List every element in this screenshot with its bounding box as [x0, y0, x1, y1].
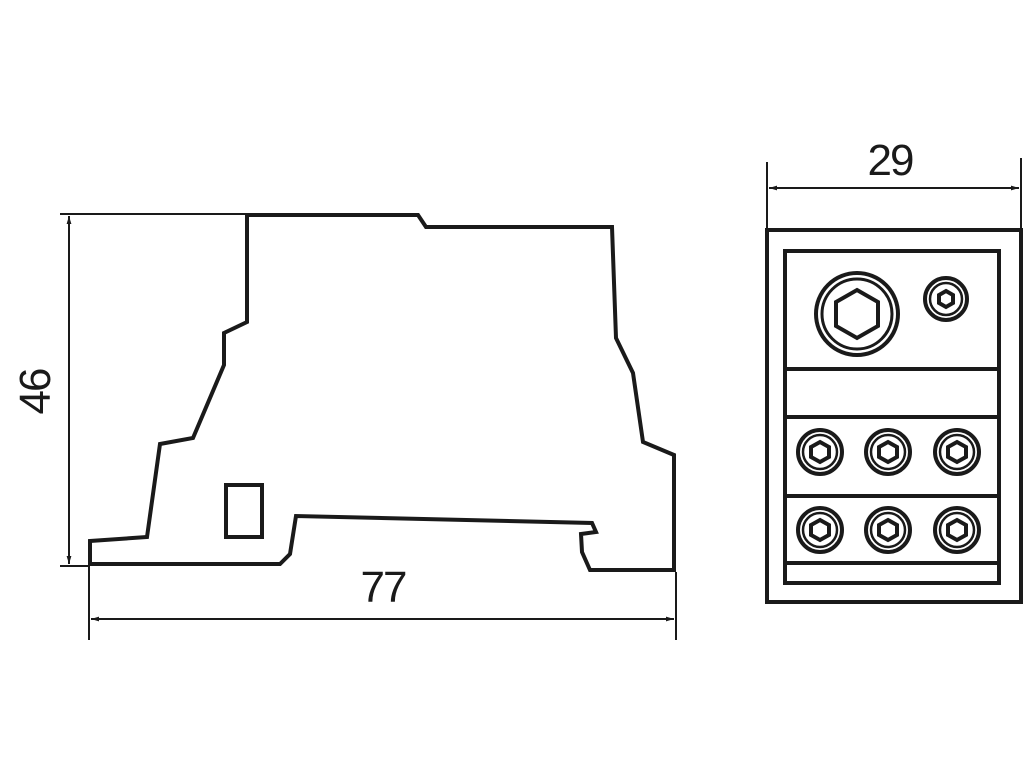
side-view — [88, 213, 676, 572]
large-terminal-screw — [814, 271, 900, 357]
front-width-dimension: 29 — [766, 136, 1022, 228]
terminal-screw — [796, 506, 844, 554]
height-dimension: 46 — [11, 213, 247, 567]
side-width-dimension: 77 — [88, 563, 677, 640]
terminal-row-1 — [796, 428, 981, 476]
terminal-screw — [933, 506, 981, 554]
side-view-outline — [88, 213, 676, 572]
front-view — [765, 228, 1023, 604]
terminal-screw — [933, 428, 981, 476]
side-width-label: 77 — [361, 563, 406, 612]
terminal-row-2 — [796, 506, 981, 554]
terminal-screw — [864, 428, 912, 476]
height-label: 46 — [11, 369, 60, 414]
terminal-screw — [864, 506, 912, 554]
front-width-label: 29 — [868, 136, 913, 185]
small-terminal-screw — [923, 276, 969, 322]
front-view-outer-frame — [765, 228, 1023, 604]
terminal-screw — [796, 428, 844, 476]
side-view-window — [224, 483, 264, 539]
